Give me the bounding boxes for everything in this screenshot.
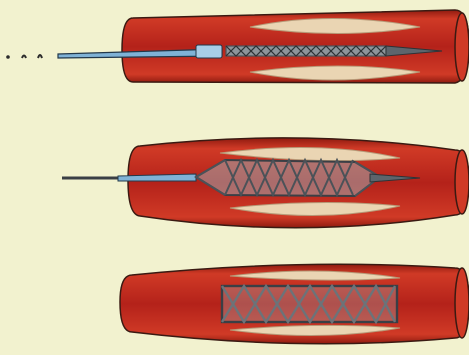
step-1-catheter-hub <box>196 45 222 58</box>
step-1-guidewire-dots <box>6 55 42 59</box>
step-3-vessel <box>120 264 469 343</box>
step-2-vessel-end <box>455 150 469 214</box>
step-3-stent-expanded <box>222 286 397 322</box>
step-2-vessel <box>62 138 469 228</box>
step-1-stent-crimped <box>226 46 386 56</box>
step-1-vessel <box>6 10 469 83</box>
step-1-vessel-end <box>455 13 469 81</box>
step-2-stent-expanding <box>196 160 380 196</box>
step-3-vessel-end <box>455 268 469 338</box>
